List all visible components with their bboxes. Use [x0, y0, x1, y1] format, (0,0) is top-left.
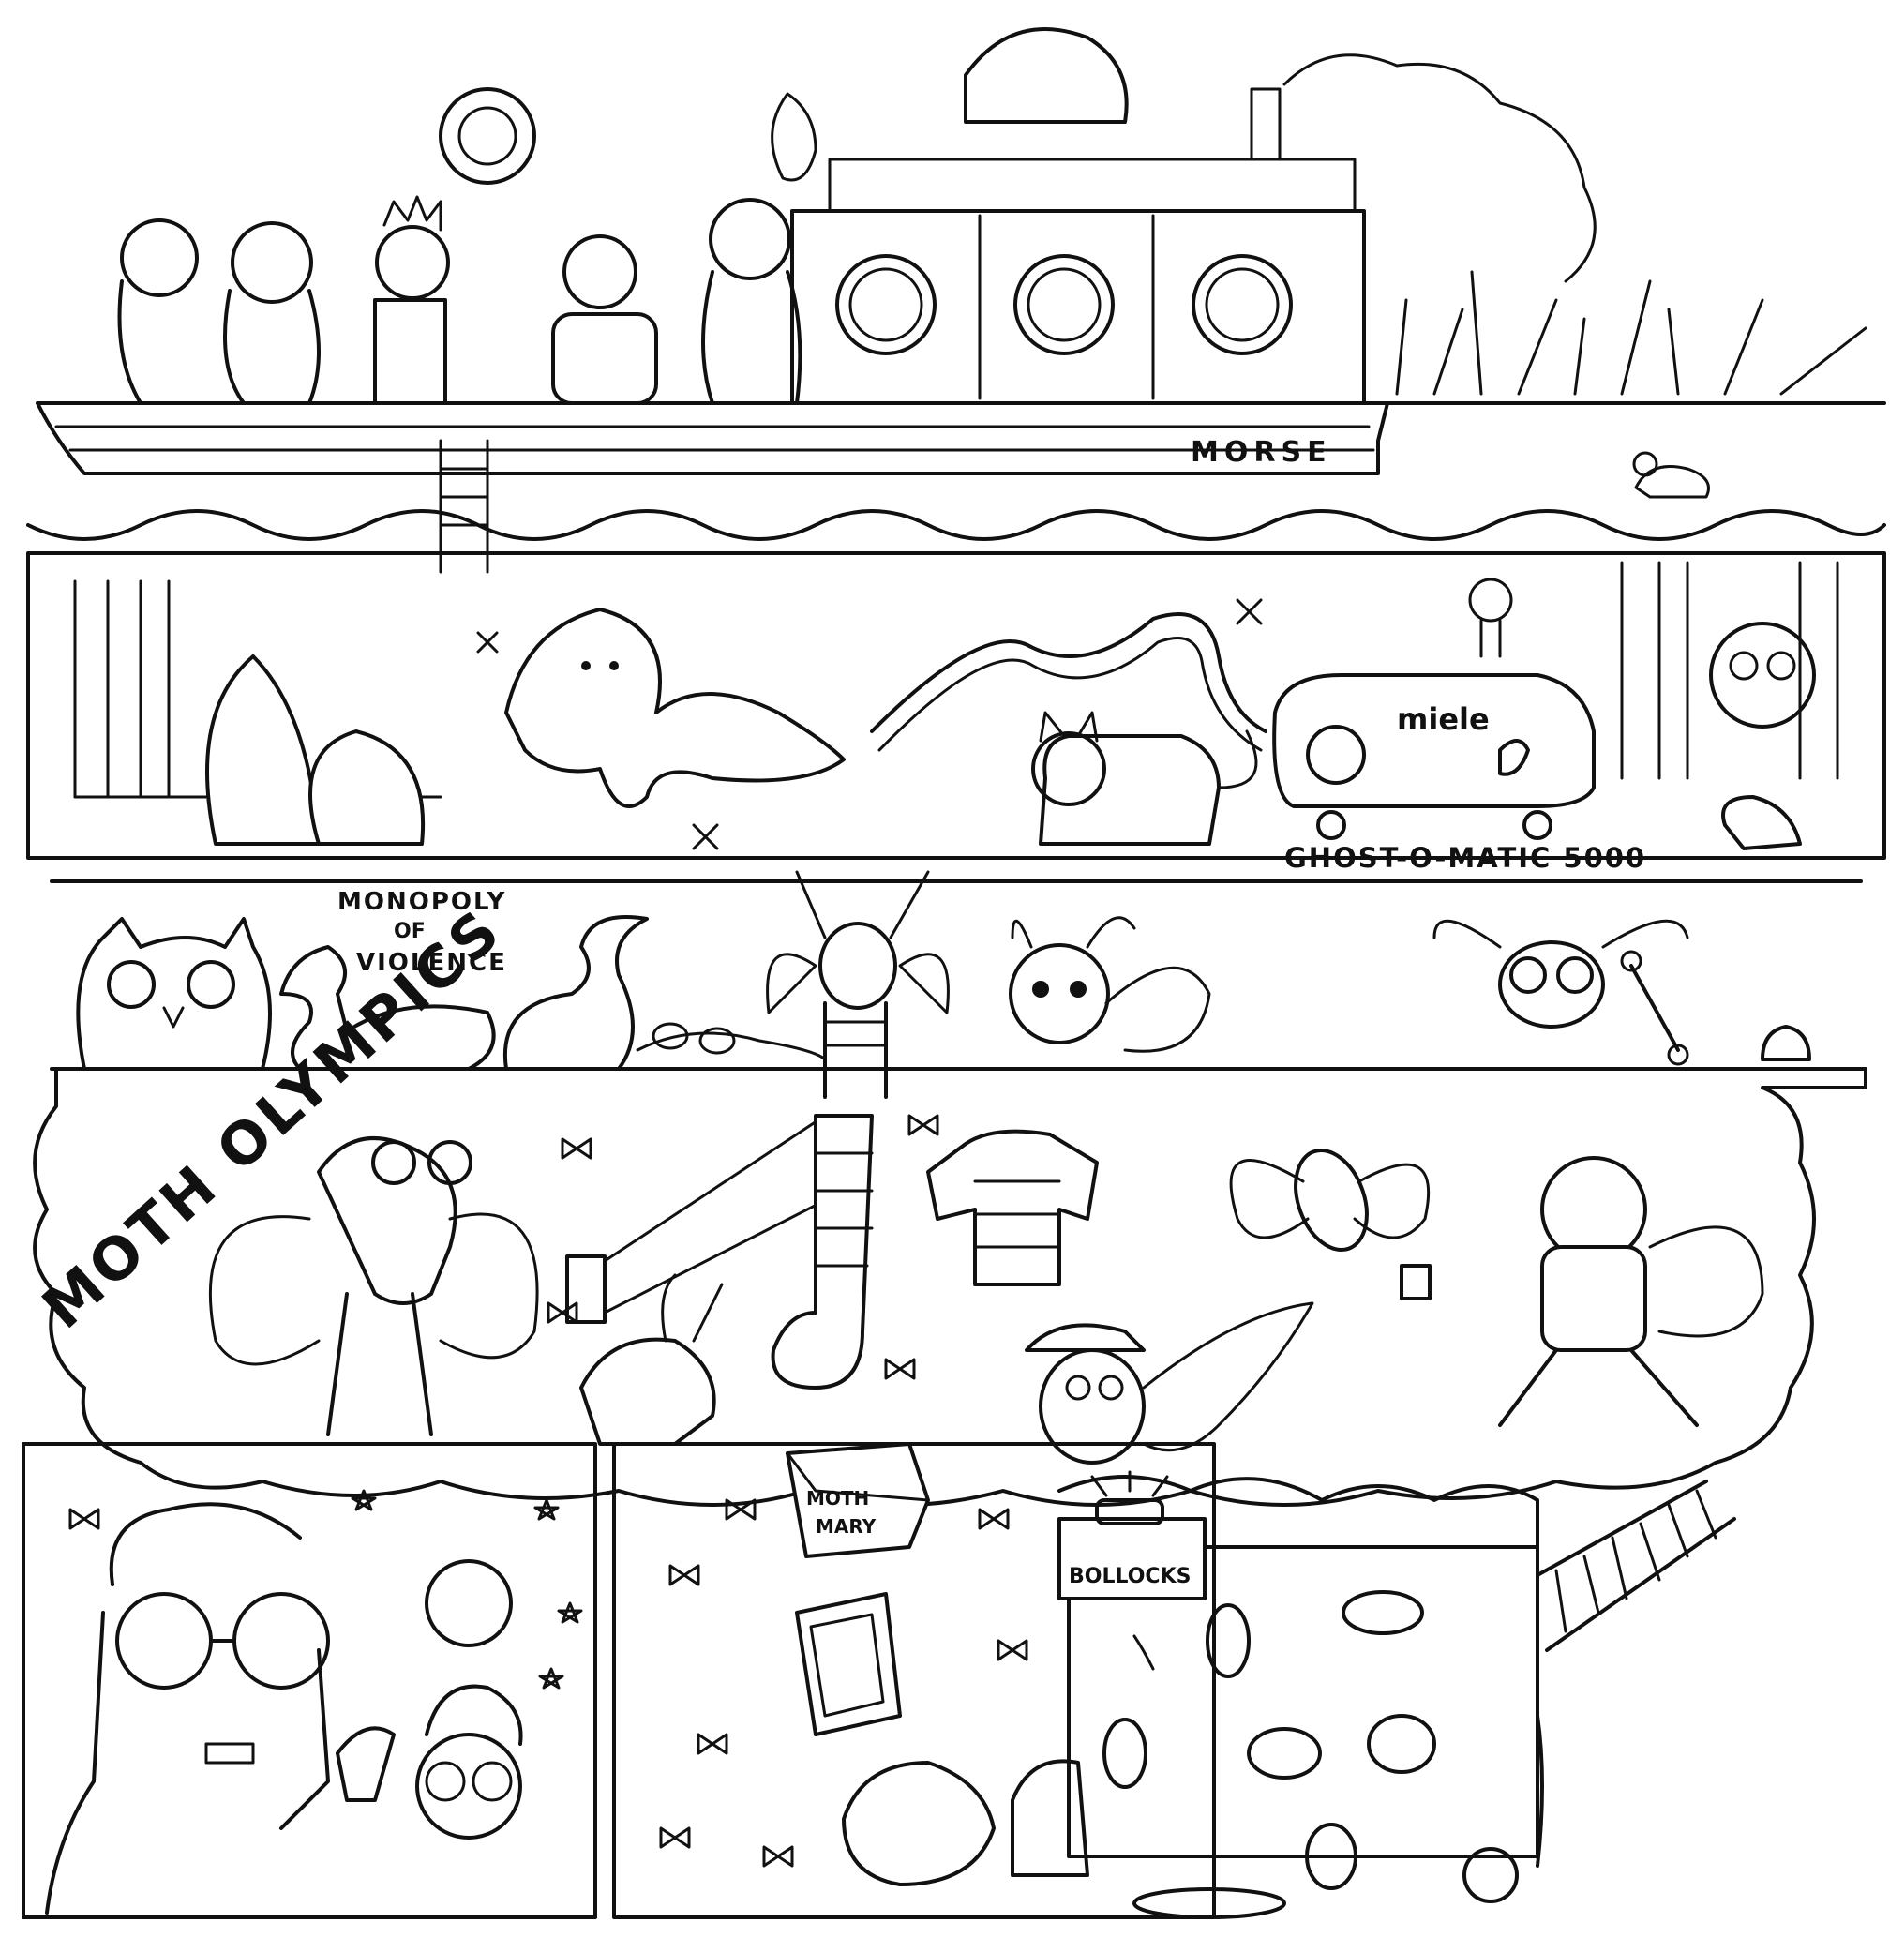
boat-name-label: MORSE [1191, 436, 1332, 469]
moth-storage-room: MOTH MARY [612, 1442, 1216, 1919]
astronomer-room [22, 1442, 597, 1919]
canal-boat: MORSE [36, 27, 1597, 574]
vacuum-brand-label: miele [1397, 701, 1490, 737]
reed-bank [1386, 270, 1886, 499]
machine-name-label: GHOST-O-MATIC 5000 [1284, 842, 1646, 874]
ghost-room: miele GHOST-O-MATIC 5000 [26, 551, 1886, 874]
bacteria-machine: BOLLOCKS [1057, 1470, 1736, 1919]
bollocks-button-label: BOLLOCKS [1069, 1565, 1191, 1588]
swan-sign-line-1: MONOPOLY [337, 888, 506, 916]
water-surface [26, 509, 1886, 541]
box-label-line-1: MOTH [806, 1487, 869, 1510]
swan-sign-line-2: OF [394, 920, 426, 943]
box-label-line-2: MARY [816, 1515, 877, 1538]
swan-sign-line-3: VIOLENCE [356, 949, 507, 977]
